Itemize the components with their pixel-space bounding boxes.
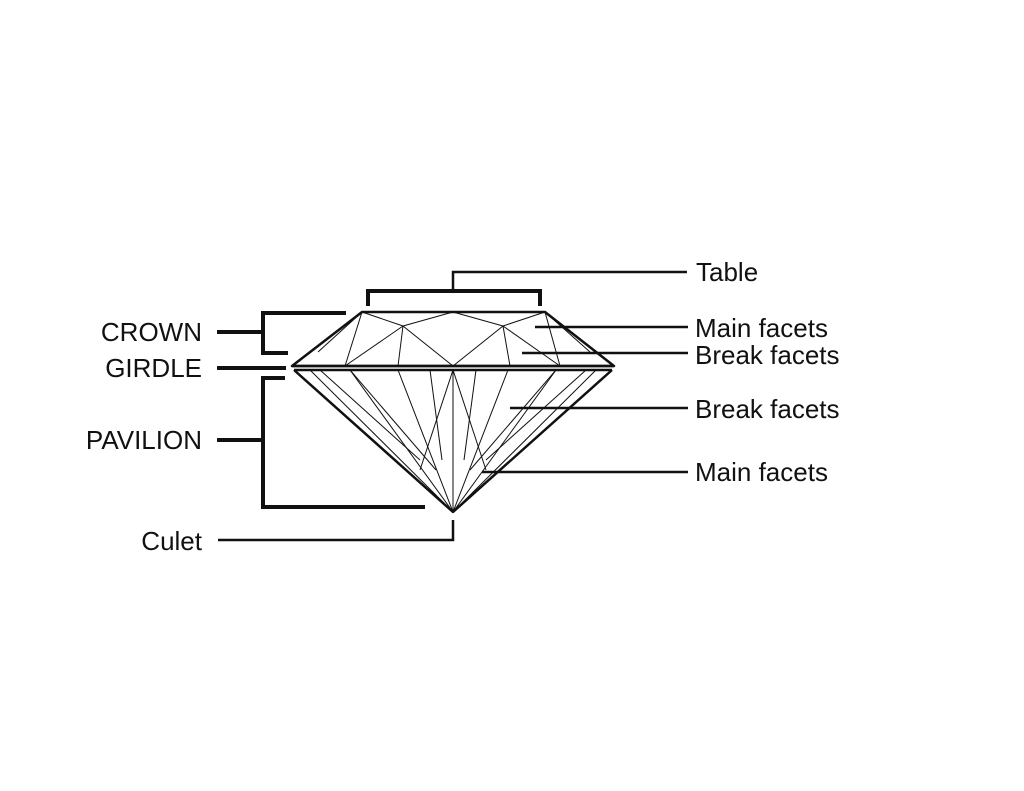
pavilion-bracket (217, 376, 425, 509)
pavilion-facets (309, 369, 597, 513)
diamond-crown-outline (290, 310, 616, 368)
crown-bracket (217, 311, 346, 355)
crown-main-facets-label: Main facets (695, 313, 828, 343)
crown-label: CROWN (101, 317, 202, 347)
diamond (290, 310, 616, 514)
pavilion-main-facets-label: Main facets (695, 457, 828, 487)
pavilion-label: PAVILION (86, 425, 202, 455)
culet-label: Culet (141, 526, 202, 556)
table-label: Table (696, 257, 758, 287)
girdle-label: GIRDLE (105, 353, 202, 383)
table-bracket (366, 270, 687, 306)
culet-leader (218, 520, 455, 542)
pavilion-break-facets-label: Break facets (695, 394, 840, 424)
crown-facets (317, 311, 591, 367)
crown-break-facets-label: Break facets (695, 340, 840, 370)
